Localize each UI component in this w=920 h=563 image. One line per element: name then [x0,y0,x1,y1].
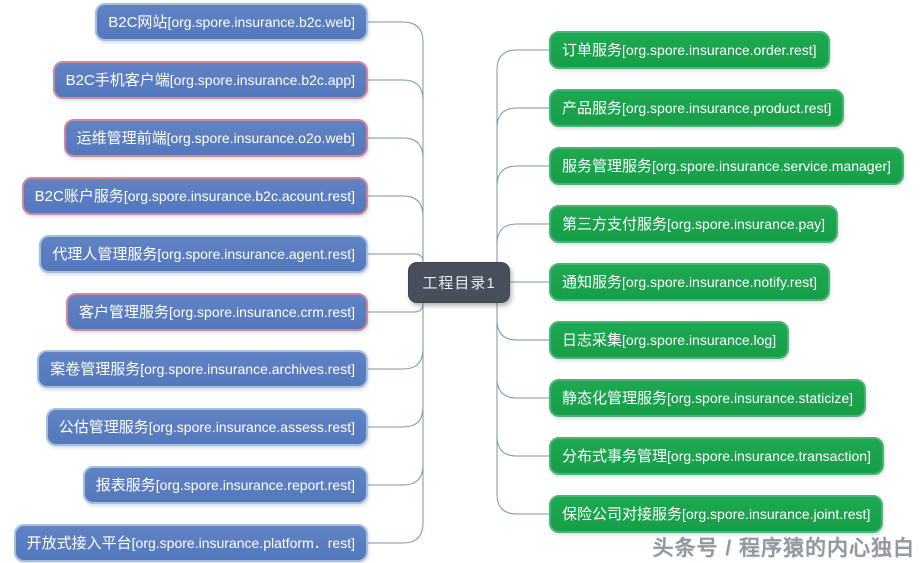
right-branch-node[interactable]: 产品服务[org.spore.insurance.product.rest] [549,89,845,127]
node-title: 静态化管理服务 [562,390,668,407]
node-package: [org.spore.insurance.transaction] [667,448,871,464]
node-title: 分布式事务管理 [562,448,668,465]
left-branch-node[interactable]: 客户管理服务[org.spore.insurance.crm.rest] [66,293,368,331]
left-branch-node[interactable]: 案卷管理服务[org.spore.insurance.archives.rest… [37,350,368,388]
node-package: [org.spore.insurance.crm.rest] [169,304,355,320]
left-branch-node[interactable]: B2C账户服务[org.spore.insurance.b2c.acount.r… [21,177,368,215]
node-package: [org.spore.insurance.b2c.web] [167,14,355,30]
node-package: [org.spore.insurance.archives.rest] [140,361,355,377]
right-branch-node[interactable]: 第三方支付服务[org.spore.insurance.pay] [549,205,838,243]
node-title: 客户管理服务 [79,304,170,321]
right-branch-node[interactable]: 通知服务[org.spore.insurance.notify.rest] [549,263,831,301]
node-title: 报表服务 [95,477,156,494]
node-title: 第三方支付服务 [562,216,668,233]
branch-connector [496,303,549,399]
left-branch-node[interactable]: 公估管理服务[org.spore.insurance.assess.rest] [45,408,368,446]
right-branch-node[interactable]: 订单服务[org.spore.insurance.order.rest] [549,31,830,69]
node-package: [org.spore.insurance.assess.rest] [148,419,355,435]
branch-connector [368,79,424,262]
node-package: [org.spore.insurance.report.rest] [155,477,355,493]
watermark: 头条号 / 程序猿的内心独白 [652,537,915,560]
right-branch-node[interactable]: 保险公司对接服务[org.spore.insurance.joint.rest] [549,495,884,533]
node-title: 日志采集 [562,332,623,349]
node-package: [org.spore.insurance.service.manager] [652,158,891,174]
node-package: [org.spore.insurance.notify.rest] [622,274,818,290]
right-branch-node[interactable]: 日志采集[org.spore.insurance.log] [549,321,790,359]
branch-connector [496,165,549,262]
branch-connector [368,303,424,544]
node-title: 服务管理服务 [562,158,653,175]
branch-connector [368,137,424,262]
node-title: B2C账户服务 [34,188,124,205]
node-title: B2C网站 [108,14,168,31]
node-title: 案卷管理服务 [50,361,141,378]
node-title: 产品服务 [562,100,623,117]
branch-connector [368,21,424,262]
node-package: [org.spore.insurance.joint.rest] [682,506,871,522]
node-title: 通知服务 [562,274,623,291]
node-package: [org.spore.insurance.b2c.acount.rest] [123,188,355,204]
node-title: 开放式接入平台 [26,535,132,552]
root-node-label: 工程目录1 [422,275,496,292]
branch-connector [368,253,424,263]
left-branch-node[interactable]: 代理人管理服务[org.spore.insurance.agent.rest] [39,235,368,273]
node-title: 订单服务 [562,42,623,59]
branch-connector [368,195,424,262]
node-package: [org.spore.insurance.staticize] [667,390,853,406]
node-package: [org.spore.insurance.platform．rest] [131,535,355,551]
branch-connector [496,223,549,262]
node-title: 运维管理前端 [76,130,167,147]
branch-connector [368,303,424,428]
node-package: [org.spore.insurance.pay] [667,216,825,232]
branch-connector [368,303,424,486]
left-branch-node[interactable]: 开放式接入平台[org.spore.insurance.platform．res… [13,524,368,562]
branch-connector [368,302,424,313]
node-package: [org.spore.insurance.product.rest] [622,100,832,116]
node-title: 保险公司对接服务 [562,506,683,523]
root-node[interactable]: 工程目录1 [408,262,510,303]
right-branch-node[interactable]: 分布式事务管理[org.spore.insurance.transaction] [549,437,884,475]
right-branch-node[interactable]: 静态化管理服务[org.spore.insurance.staticize] [549,379,866,417]
node-package: [org.spore.insurance.b2c.app] [169,72,355,88]
node-title: B2C手机客户端 [65,72,170,89]
branch-connector [496,49,549,262]
branch-connector [368,303,424,370]
branch-connector [496,107,549,262]
branch-connector [496,303,549,515]
node-package: [org.spore.insurance.o2o.web] [166,130,355,146]
left-branch-node[interactable]: B2C手机客户端[org.spore.insurance.b2c.app] [52,61,368,99]
left-branch-node[interactable]: B2C网站[org.spore.insurance.b2c.web] [95,3,368,41]
branch-connector [496,303,549,457]
left-branch-node[interactable]: 运维管理前端[org.spore.insurance.o2o.web] [63,119,368,157]
node-title: 代理人管理服务 [52,246,158,263]
right-branch-node[interactable]: 服务管理服务[org.spore.insurance.service.manag… [549,147,904,185]
branch-connector [496,303,549,341]
node-package: [org.spore.insurance.agent.rest] [157,246,355,262]
node-title: 公估管理服务 [58,419,149,436]
left-branch-node[interactable]: 报表服务[org.spore.insurance.report.rest] [82,466,368,504]
node-package: [org.spore.insurance.log] [622,332,777,348]
node-package: [org.spore.insurance.order.rest] [622,42,817,58]
